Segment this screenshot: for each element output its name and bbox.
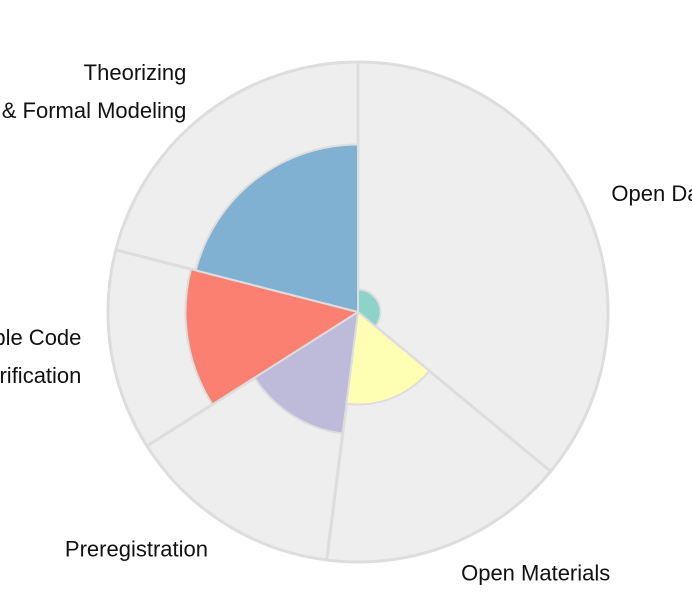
label-layer: Open DataOpen Materials Preregistration Re…: [0, 60, 692, 585]
wedge-reproducible-code-and-verification: [184, 268, 359, 406]
wedge-open-materials: [345, 311, 431, 406]
category-label-line: Open Materials: [461, 560, 610, 585]
category-label-theorizing-and-formal-modeling: Theorizing & Formal Modeling: [2, 60, 187, 123]
category-label-open-materials: Open Materials: [461, 560, 610, 585]
category-label-line: Preregistration: [65, 536, 208, 561]
wedge-preregistration: [253, 311, 359, 435]
category-label-line: Theorizing: [84, 60, 187, 85]
data-layer: [184, 143, 431, 435]
category-label-line: & Verification: [0, 363, 81, 388]
category-label-open-data: Open Data: [611, 181, 692, 206]
category-label-line: Reproducible Code: [0, 325, 81, 350]
background-sector-open-data: [356, 60, 610, 473]
wedge-open-data: [357, 288, 382, 328]
category-label-line: & Formal Modeling: [2, 98, 187, 123]
category-label-reproducible-code-and-verification: Reproducible Code & Verification: [0, 325, 81, 388]
wedge-theorizing-and-formal-modeling: [194, 143, 359, 313]
category-label-line: Open Data: [611, 181, 692, 206]
category-label-preregistration: Preregistration: [65, 536, 208, 561]
